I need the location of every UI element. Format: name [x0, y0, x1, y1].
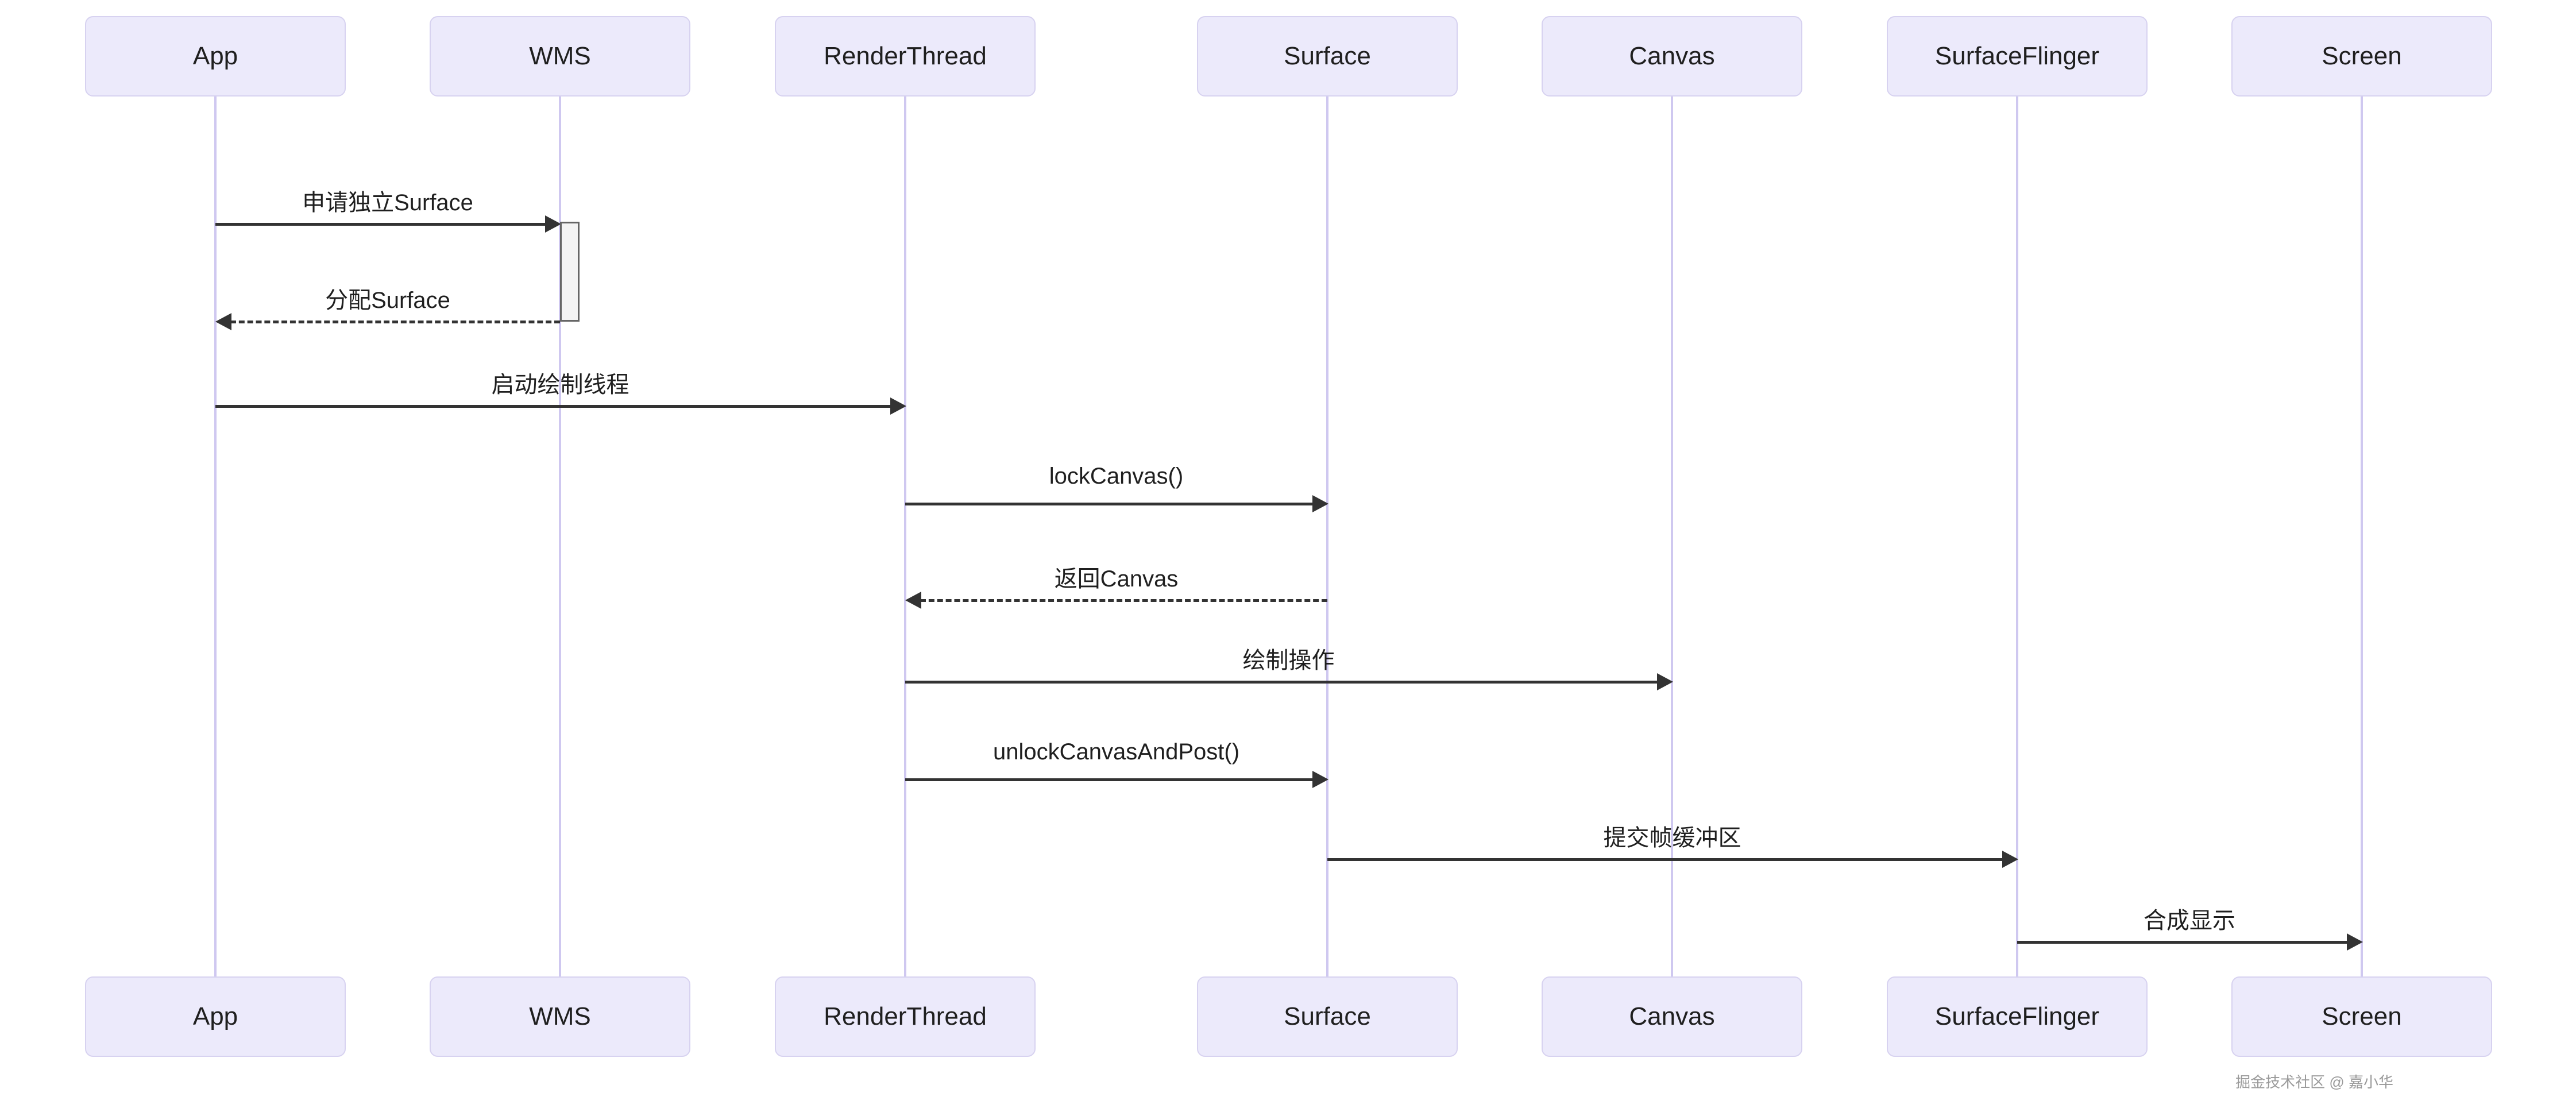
message-label-m6: 绘制操作	[1242, 648, 1335, 673]
participant-label-surfaceflinger-top: SurfaceFlinger	[1934, 42, 2100, 70]
participant-label-surface-top: Surface	[1284, 42, 1371, 70]
message-line-m9	[2017, 941, 2347, 944]
message-label-m1: 申请独立Surface	[302, 190, 473, 215]
participant-label-screen-bottom: Screen	[2322, 1002, 2402, 1030]
arrow-head-m2	[215, 313, 231, 330]
participant-label-canvas-top: Canvas	[1629, 42, 1715, 70]
message-label-m8: 提交帧缓冲区	[1603, 825, 1741, 851]
lifeline-canvas	[1671, 96, 1673, 976]
lifeline-renderthread	[904, 96, 906, 976]
lifeline-app	[214, 96, 217, 976]
participant-renderthread-top[interactable]: RenderThread	[775, 16, 1036, 96]
message-label-m5: 返回Canvas	[1054, 566, 1179, 592]
arrow-head-m3	[890, 397, 906, 415]
arrow-head-m6	[1657, 673, 1673, 690]
message-label-m4: lockCanvas()	[1049, 464, 1184, 489]
arrow-head-m1	[545, 215, 561, 233]
lifeline-screen	[2361, 96, 2363, 976]
message-label-m9: 合成显示	[2144, 908, 2235, 933]
message-line-m4	[905, 503, 1312, 505]
message-line-m5	[920, 599, 1327, 602]
message-line-m1	[215, 223, 545, 226]
message-line-m6	[905, 681, 1657, 684]
arrow-head-m9	[2347, 933, 2363, 951]
participant-label-wms-top: WMS	[529, 42, 591, 70]
arrow-head-m5	[905, 592, 921, 609]
participant-surfaceflinger-bottom[interactable]: SurfaceFlinger	[1887, 976, 2148, 1057]
participant-label-app-bottom: App	[192, 1002, 238, 1030]
participant-label-app-top: App	[192, 42, 238, 70]
participant-surface-top[interactable]: Surface	[1197, 16, 1458, 96]
activation-bar-wms	[560, 222, 580, 322]
lifeline-surface	[1326, 96, 1328, 976]
arrow-head-m7	[1312, 771, 1328, 788]
watermark-text: 掘金技术社区 @ 嘉小华	[2235, 1074, 2393, 1091]
participant-app-top[interactable]: App	[85, 16, 346, 96]
message-line-m8	[1327, 858, 2002, 861]
message-line-m7	[905, 778, 1312, 781]
participant-label-wms-bottom: WMS	[529, 1002, 591, 1030]
message-label-m7: unlockCanvasAndPost()	[992, 739, 1240, 765]
participant-label-renderthread-bottom: RenderThread	[824, 1002, 987, 1030]
participant-label-screen-top: Screen	[2322, 42, 2402, 70]
participant-app-bottom[interactable]: App	[85, 976, 346, 1057]
arrow-head-m8	[2002, 851, 2018, 868]
participant-screen-bottom[interactable]: Screen	[2231, 976, 2492, 1057]
message-label-m2: 分配Surface	[325, 288, 450, 313]
participant-wms-top[interactable]: WMS	[430, 16, 690, 96]
participant-renderthread-bottom[interactable]: RenderThread	[775, 976, 1036, 1057]
participant-wms-bottom[interactable]: WMS	[430, 976, 690, 1057]
lifeline-wms	[559, 96, 561, 976]
message-label-m3: 启动绘制线程	[491, 372, 629, 397]
participant-canvas-bottom[interactable]: Canvas	[1542, 976, 1802, 1057]
participant-label-renderthread-top: RenderThread	[824, 42, 987, 70]
participant-screen-top[interactable]: Screen	[2231, 16, 2492, 96]
lifeline-surfaceflinger	[2016, 96, 2018, 976]
participant-surface-bottom[interactable]: Surface	[1197, 976, 1458, 1057]
participant-label-surface-bottom: Surface	[1284, 1002, 1371, 1030]
participant-label-canvas-bottom: Canvas	[1629, 1002, 1715, 1030]
participant-surfaceflinger-top[interactable]: SurfaceFlinger	[1887, 16, 2148, 96]
message-line-m2	[230, 321, 560, 323]
arrow-head-m4	[1312, 495, 1328, 512]
message-line-m3	[215, 405, 890, 408]
participant-canvas-top[interactable]: Canvas	[1542, 16, 1802, 96]
participant-label-surfaceflinger-bottom: SurfaceFlinger	[1934, 1002, 2100, 1030]
